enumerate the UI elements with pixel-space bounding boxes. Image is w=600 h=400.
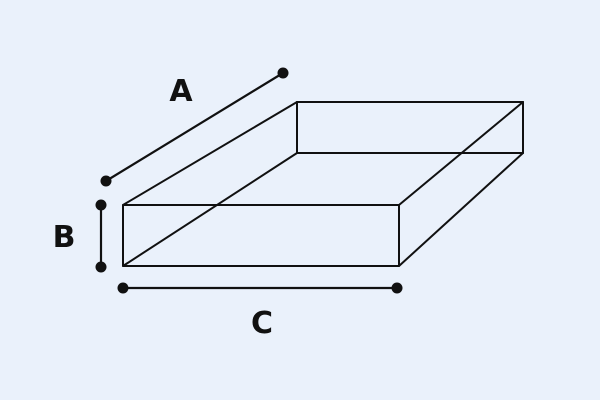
dimension-a-end-dot bbox=[277, 67, 289, 79]
dimension-a-label: A bbox=[169, 74, 193, 109]
box-top-left-edge bbox=[122, 101, 298, 206]
box-bottom-left-edge bbox=[122, 152, 298, 267]
box-front-face bbox=[122, 204, 400, 267]
dimension-c-label: C bbox=[251, 306, 273, 341]
box-wireframe bbox=[122, 101, 524, 267]
dimension-a-line bbox=[104, 71, 285, 183]
dimension-b-label: B bbox=[53, 220, 76, 255]
box-bottom-right-edge bbox=[398, 152, 524, 267]
dimension-a-start-dot bbox=[100, 175, 112, 187]
dimension-c-end-dot bbox=[391, 282, 403, 294]
dimension-b: B bbox=[53, 199, 107, 273]
dimension-c: C bbox=[117, 282, 403, 341]
dimension-b-start-dot bbox=[95, 199, 107, 211]
dimension-c-start-dot bbox=[117, 282, 129, 294]
dimension-a: A bbox=[100, 67, 289, 187]
dimension-b-end-dot bbox=[95, 261, 107, 273]
